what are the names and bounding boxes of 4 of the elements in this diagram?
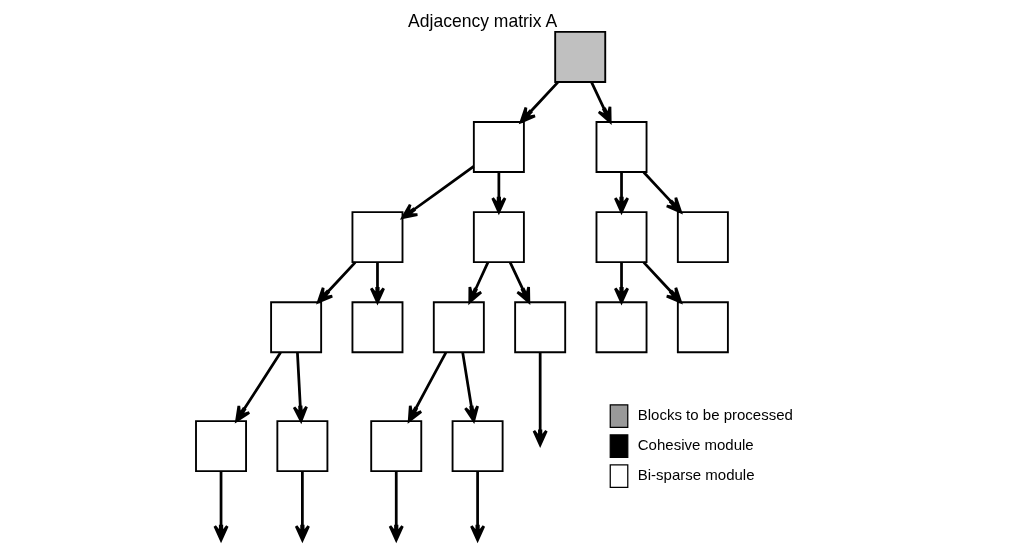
legend-label: Blocks to be processed (637, 405, 793, 423)
legend-label: Bi-sparse module (637, 466, 755, 484)
node-label: Adjacency matrix A (408, 11, 558, 32)
legend-label: Cohesive module (637, 436, 754, 454)
